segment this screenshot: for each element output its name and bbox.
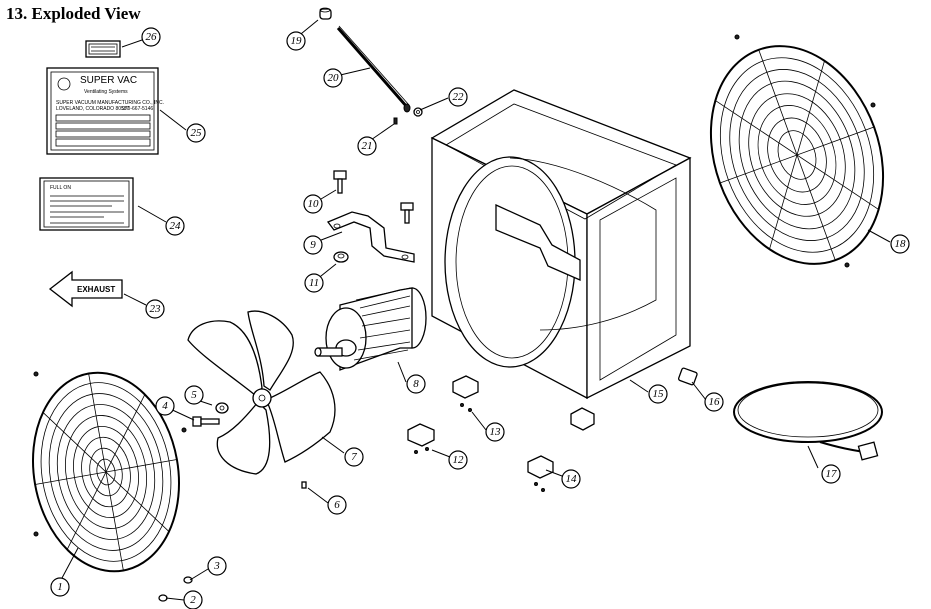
callout-16: 16 [704,392,724,412]
callout-7-text: 7 [351,451,357,463]
callout-13-text: 13 [490,426,502,438]
callout-23: 23 [145,299,165,319]
part-20-rod [336,25,411,113]
part-21-22-nuts [393,107,423,125]
callout-13: 13 [485,422,505,442]
callout-20: 20 [323,68,343,88]
callout-21: 21 [357,136,377,156]
callout-21-text: 21 [362,140,373,152]
callout-17: 17 [821,464,841,484]
callout-6: 6 [327,495,347,515]
part-11-nut [333,251,349,263]
callout-5: 5 [184,385,204,405]
callout-2-text: 2 [190,594,196,606]
callout-14: 14 [561,469,581,489]
label-subtitle: Ventilating Systems [84,89,128,95]
callout-15-text: 15 [653,388,665,400]
callout-11: 11 [304,273,324,293]
part-24-warning-label: FULL ON [39,177,134,231]
part-14-block [527,455,554,492]
exhaust-arrow-text: EXHAUST [77,285,115,294]
callout-22-text: 22 [453,91,465,103]
callout-2: 2 [183,590,203,609]
part-2-3-hardware [158,576,193,602]
part-5-washer [215,402,229,414]
part-7-fan-blade [187,310,336,475]
part-12-block [407,423,435,454]
callout-3-text: 3 [213,560,220,572]
callout-12-text: 12 [453,454,465,466]
part-15-housing [430,89,692,400]
part-8-motor [314,287,427,371]
callout-7: 7 [344,447,364,467]
part-4-bolt [192,416,220,427]
callout-4: 4 [155,396,175,416]
callout-19: 19 [286,31,306,51]
callout-19-text: 19 [291,35,303,47]
part-6-key [301,481,307,489]
part-13-block [452,375,595,431]
callout-25-text: 25 [191,127,203,139]
callout-8: 8 [406,374,426,394]
callout-20-text: 20 [328,72,340,84]
callout-25: 25 [186,123,206,143]
part-25-label-plate: SUPER VAC Ventilating Systems SUPER VACU… [46,67,164,155]
callout-1-text: 1 [57,581,63,593]
callout-1: 1 [50,577,70,597]
callout-23-text: 23 [150,303,162,315]
callout-24-text: 24 [170,220,182,232]
part-9-bracket [326,211,415,263]
callout-10-text: 10 [308,198,320,210]
callout-4-text: 4 [162,400,168,412]
callout-9: 9 [303,235,323,255]
part-10-bolt [333,170,414,224]
callout-15: 15 [648,384,668,404]
callout-5-text: 5 [191,389,197,401]
part-26-decal [85,40,121,58]
part-18-rear-guard [709,34,885,268]
callout-26-text: 26 [146,31,158,43]
label-brand: SUPER VAC [80,75,137,86]
label-phone: 970-667-5146 [122,106,153,112]
part-16-connector [678,367,698,386]
callout-18-text: 18 [895,238,907,250]
callout-3: 3 [207,556,227,576]
callout-26: 26 [141,27,161,47]
part-23-exhaust-arrow: EXHAUST [48,270,123,308]
part-1-front-guard [31,371,187,573]
callout-18: 18 [890,234,910,254]
callout-6-text: 6 [334,499,340,511]
callout-10: 10 [303,194,323,214]
callout-24: 24 [165,216,185,236]
callout-9-text: 9 [310,239,316,251]
part-19-rod-cap [319,7,332,20]
label-address: LOVELAND, COLORADO 80537 [56,106,130,112]
callout-12: 12 [448,450,468,470]
callout-17-text: 17 [826,468,838,480]
page-title: 13. Exploded View [6,4,141,23]
callout-8-text: 8 [413,378,419,390]
warning-heading: FULL ON [50,185,71,191]
callout-22: 22 [448,87,468,107]
label-maker: SUPER VACUUM MANUFACTURING CO., INC. [56,100,164,106]
callout-11-text: 11 [309,277,319,289]
part-17-power-cord [733,381,883,461]
callout-16-text: 16 [709,396,721,408]
callout-14-text: 14 [566,473,578,485]
